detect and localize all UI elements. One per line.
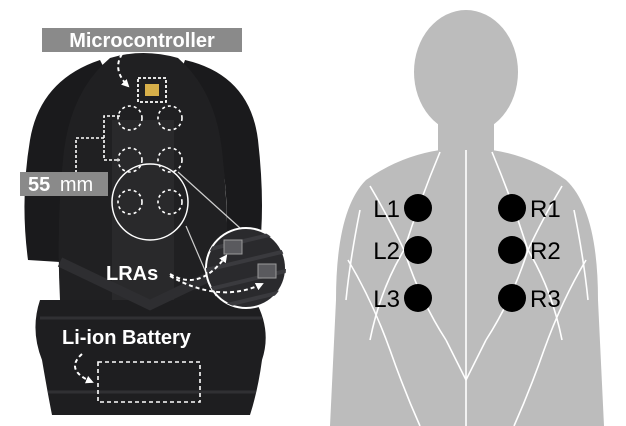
left-shoulder-strap xyxy=(24,60,111,262)
motor-label-right-2: R2 xyxy=(530,238,561,265)
microcontroller-box xyxy=(137,77,167,103)
motor-label-left-2: L2 xyxy=(373,238,400,265)
motor-label-right-3: R3 xyxy=(530,286,561,313)
silhouette-head xyxy=(414,10,518,134)
motor-label-right-1: R1 xyxy=(530,196,561,223)
battery-box xyxy=(97,361,201,403)
spacing-value: 55 xyxy=(28,174,50,196)
right-shoulder-strap xyxy=(178,60,262,262)
silhouette-torso xyxy=(330,150,604,426)
motor-dot-right-3 xyxy=(498,284,526,312)
motor-dot-left-1 xyxy=(404,194,432,222)
vest-motor-slot xyxy=(157,105,183,131)
back-silhouette xyxy=(330,10,604,426)
microcontroller-chip xyxy=(145,84,159,96)
vest-belt xyxy=(35,300,266,415)
motor-map: L1 L2 L3 R1 R2 R3 xyxy=(373,194,561,313)
motor-dot-right-1 xyxy=(498,194,526,222)
lra-zoom-inset xyxy=(205,227,287,309)
vest-motor-slot xyxy=(117,105,143,131)
motor-dot-left-3 xyxy=(404,284,432,312)
vest-motor-slot xyxy=(157,147,183,173)
vest-motor-positions xyxy=(117,105,183,215)
microcontroller-label: Microcontroller xyxy=(69,30,215,52)
motor-label-left-3: L3 xyxy=(373,286,400,313)
vest-motor-slot xyxy=(117,189,143,215)
motor-label-left-1: L1 xyxy=(373,196,400,223)
microcontroller-label-bg xyxy=(42,28,242,52)
spacing-label-bg xyxy=(20,172,108,196)
lras-label: LRAs xyxy=(106,263,158,285)
vest-motor-slot xyxy=(117,147,143,173)
motor-group-highlight xyxy=(111,163,189,241)
motor-dot-right-2 xyxy=(498,236,526,264)
vest-motor-slot xyxy=(157,189,183,215)
spacing-label: 55 mm xyxy=(28,174,93,196)
motor-dot-left-2 xyxy=(404,236,432,264)
spacing-unit: mm xyxy=(60,174,93,196)
battery-label: Li-ion Battery xyxy=(62,327,192,349)
